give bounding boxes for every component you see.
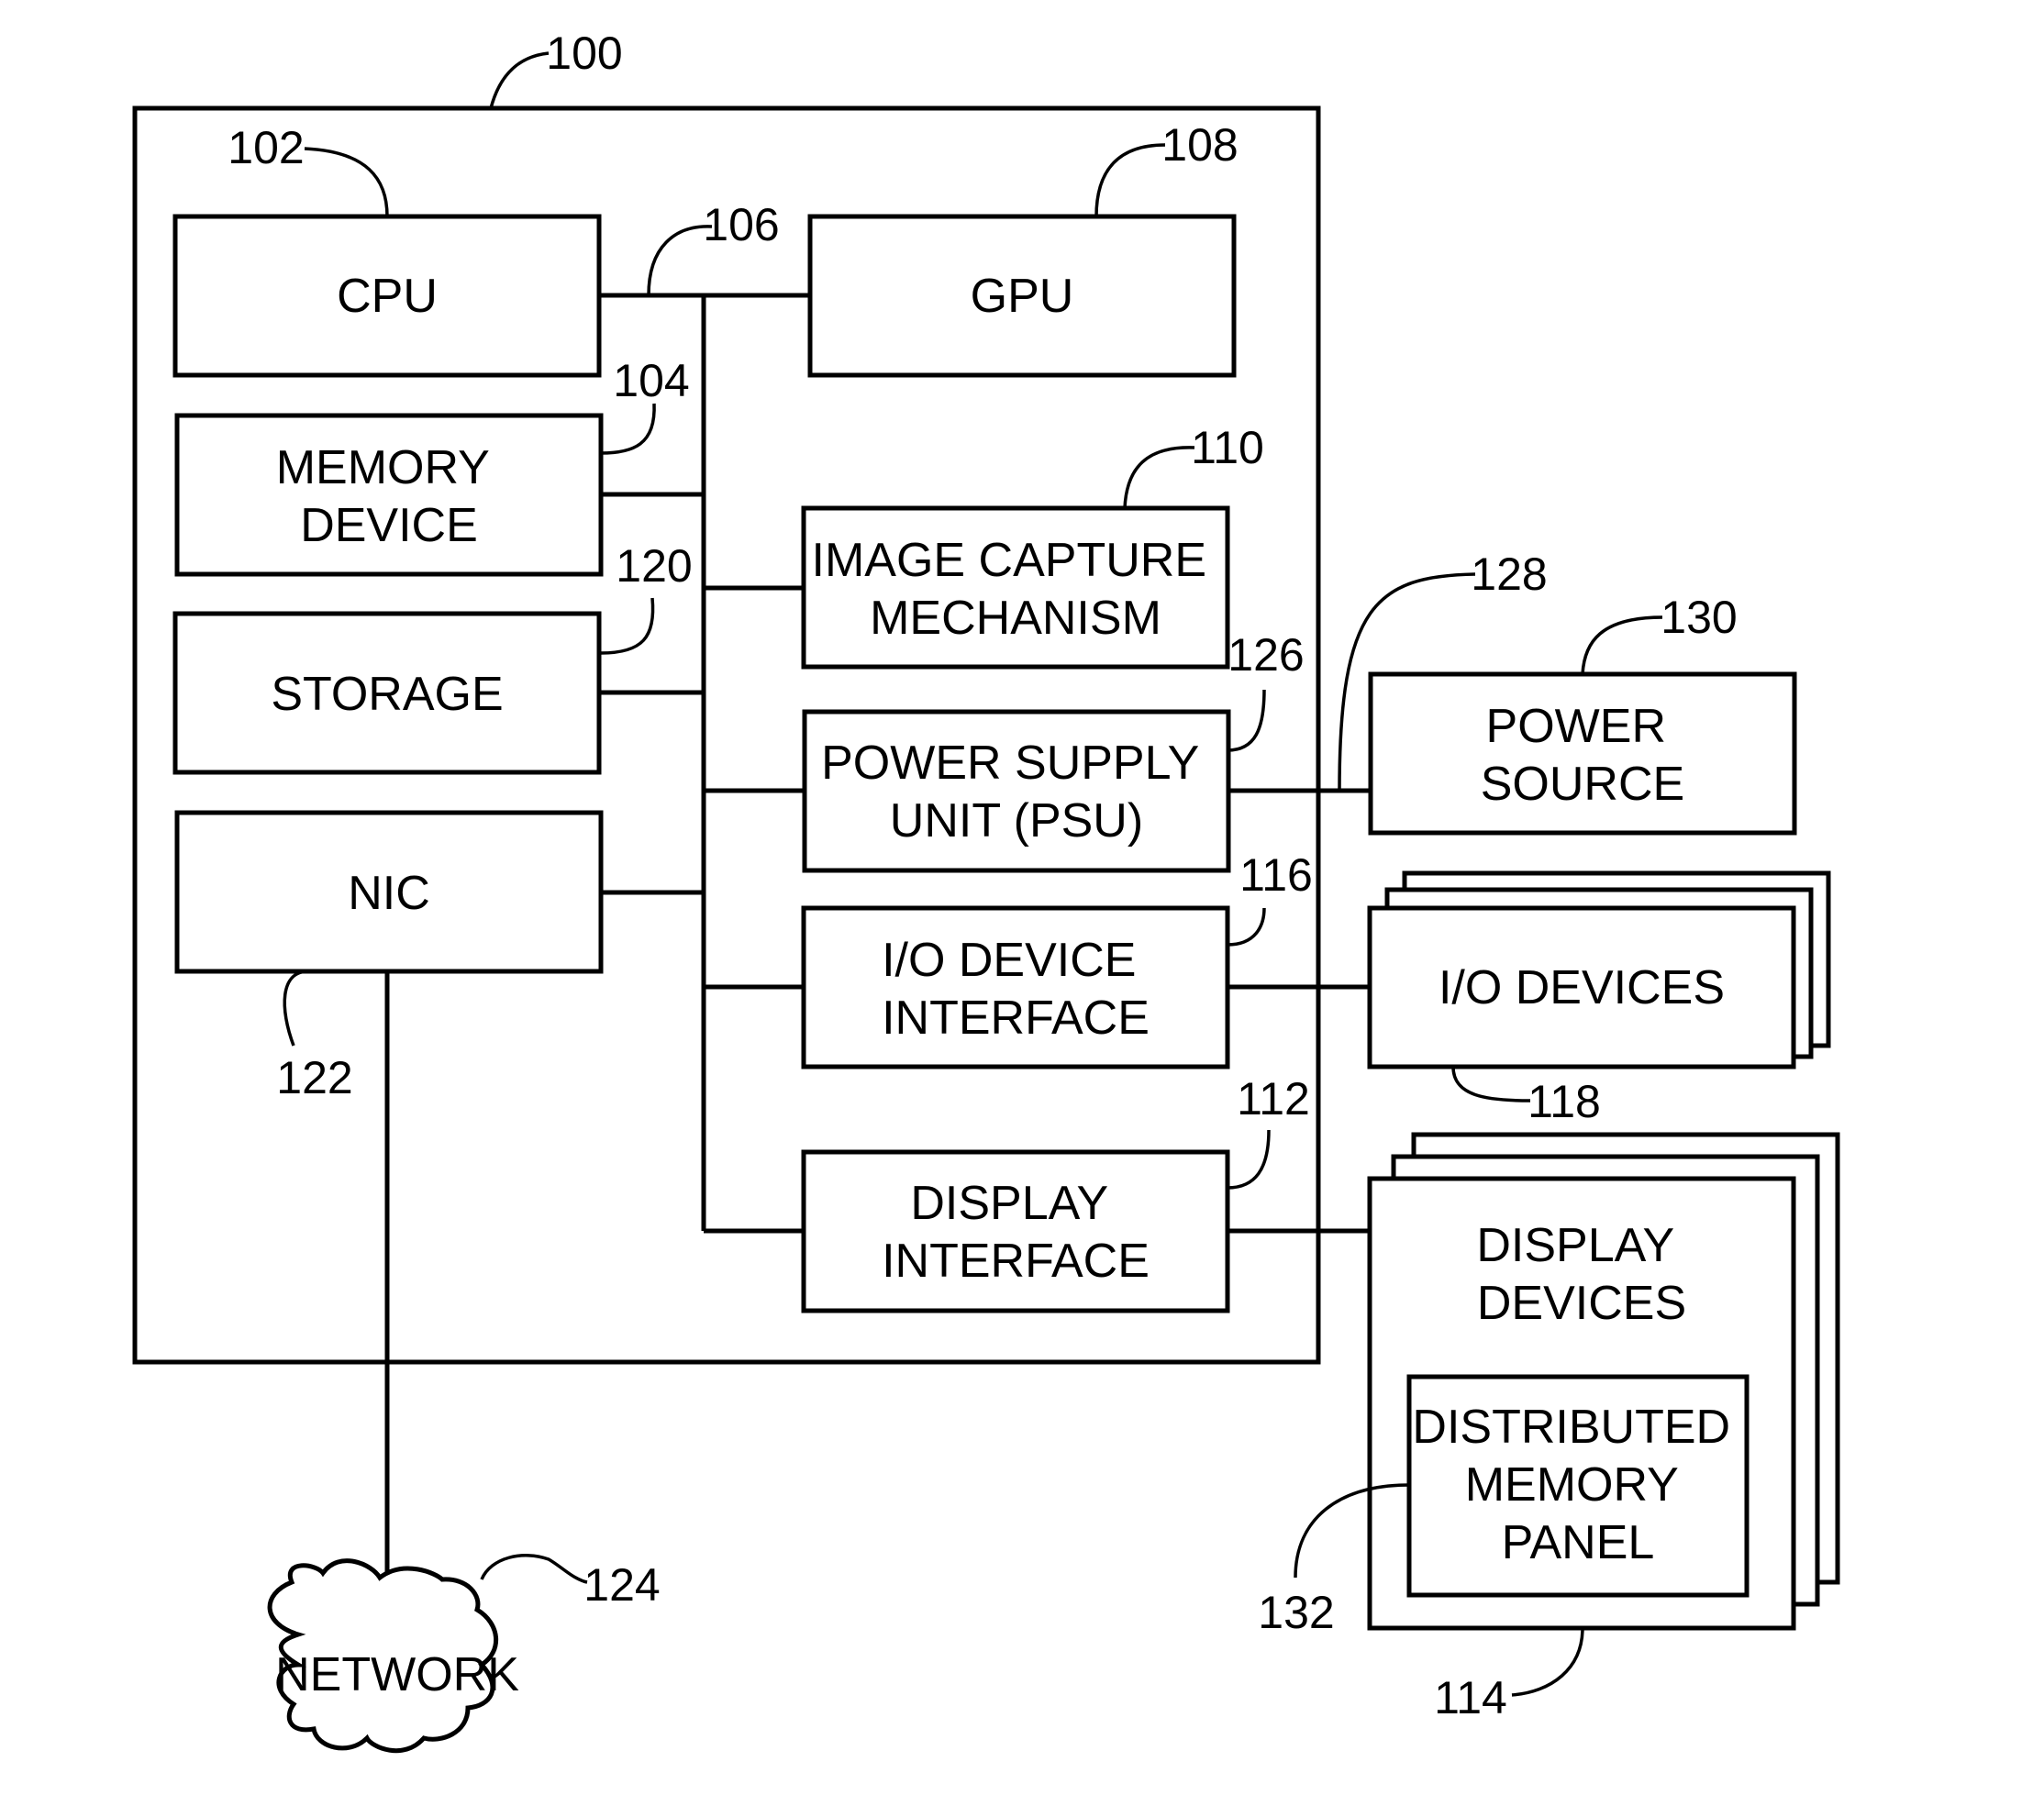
ref-120: 120	[616, 540, 692, 592]
ref-126: 126	[1228, 629, 1304, 681]
ref-130: 130	[1661, 592, 1737, 643]
ref-128: 128	[1471, 548, 1547, 600]
ref-104: 104	[613, 355, 689, 406]
ref-118: 118	[1527, 1076, 1601, 1127]
ref-132: 132	[1258, 1587, 1334, 1638]
storage-label: STORAGE	[271, 668, 503, 721]
ref-110: 110	[1191, 422, 1264, 473]
ref-114: 114	[1434, 1672, 1507, 1723]
ref-102: 102	[228, 122, 304, 173]
ref-112: 112	[1237, 1073, 1310, 1125]
ref-116: 116	[1239, 849, 1313, 901]
nic-label: NIC	[348, 867, 430, 920]
ref-122: 122	[276, 1052, 352, 1103]
io-devices-label: I/O DEVICES	[1439, 961, 1725, 1014]
bus-lines	[599, 295, 810, 1231]
ref-106: 106	[703, 199, 779, 250]
network-label: NETWORK	[275, 1648, 519, 1701]
ref-100: 100	[546, 28, 622, 79]
ref-124: 124	[583, 1559, 660, 1611]
cpu-label: CPU	[337, 270, 438, 323]
gpu-label: GPU	[971, 270, 1074, 323]
ref-108: 108	[1161, 119, 1238, 171]
